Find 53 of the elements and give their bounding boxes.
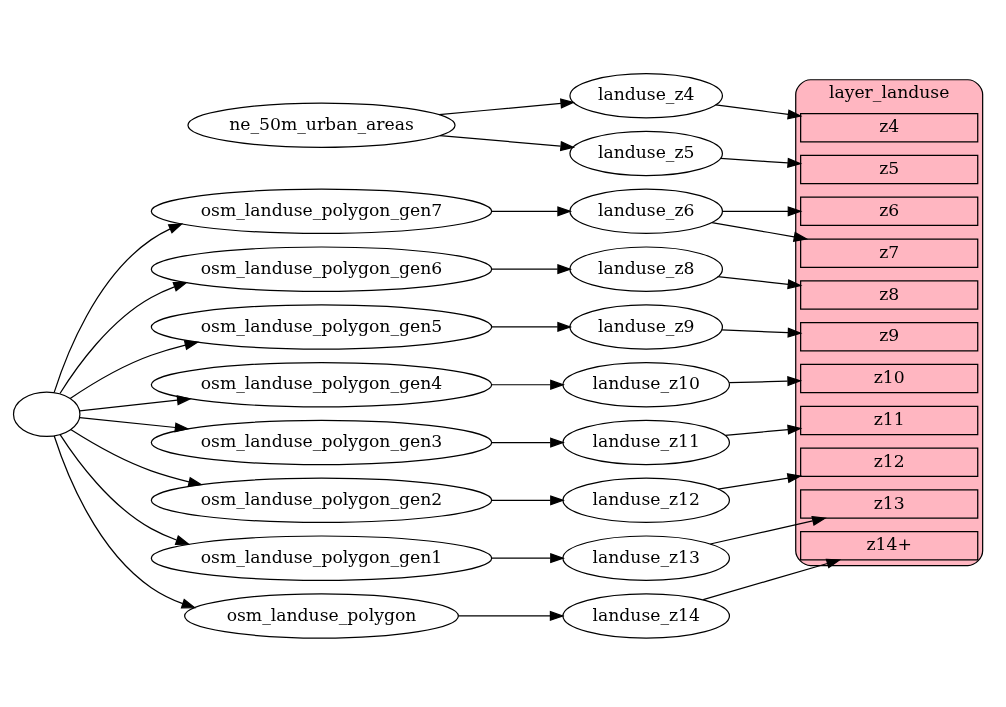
- node-box: z4: [800, 112, 979, 142]
- node-ellipse: landuse_z13: [562, 534, 731, 581]
- arrow: [79, 416, 190, 433]
- arrow: [53, 222, 184, 393]
- arrow: [491, 552, 565, 563]
- arrow: [709, 515, 827, 545]
- arrow: [711, 221, 809, 242]
- arrow: [717, 275, 803, 289]
- node-box: z12: [800, 446, 979, 477]
- node-box: z7: [800, 237, 979, 268]
- node-ellipse: landuse_z10: [562, 361, 731, 407]
- node-ellipse: landuse_z14: [562, 592, 731, 639]
- arrow: [491, 263, 573, 274]
- node-ellipse: [12, 391, 81, 437]
- node-box: z8: [800, 279, 979, 310]
- arrow: [491, 321, 573, 332]
- node-box: z5: [800, 154, 979, 184]
- node-ellipse: landuse_z4: [569, 72, 724, 118]
- arrow: [491, 436, 565, 448]
- arrow: [720, 327, 803, 338]
- arrow: [79, 394, 192, 411]
- arrow: [491, 379, 565, 390]
- arrow: [69, 339, 200, 399]
- arrow: [439, 134, 576, 151]
- arrow: [721, 205, 803, 216]
- node-ellipse: osm_landuse_polygon: [184, 592, 459, 639]
- arrow: [717, 472, 803, 490]
- node-box: z13: [800, 488, 979, 519]
- node-ellipse: landuse_z8: [569, 245, 724, 292]
- arrow: [491, 205, 573, 216]
- node-box: z9: [800, 321, 979, 352]
- arrow: [728, 375, 803, 386]
- node-ellipse: landuse_z5: [569, 130, 724, 176]
- arrow: [53, 434, 197, 608]
- arrow: [438, 97, 576, 115]
- node-box: z6: [800, 196, 979, 226]
- node-ellipse: landuse_z9: [569, 303, 724, 350]
- arrow: [457, 610, 565, 621]
- node-box: z11: [800, 405, 979, 435]
- node-ellipse: landuse_z6: [569, 188, 724, 234]
- arrow: [59, 433, 191, 545]
- node-ellipse: landuse_z12: [562, 477, 731, 523]
- node-ellipse: landuse_z11: [562, 419, 731, 465]
- arrow: [70, 428, 204, 487]
- arrow: [715, 103, 803, 120]
- arrow: [724, 424, 803, 436]
- arrow: [491, 494, 565, 505]
- node-box: z14+: [800, 530, 979, 561]
- node-box: z10: [800, 363, 979, 393]
- arrow: [702, 558, 842, 600]
- node-ellipse: ne_50m_urban_areas: [187, 102, 456, 148]
- arrow: [59, 281, 189, 394]
- arrow: [719, 157, 803, 168]
